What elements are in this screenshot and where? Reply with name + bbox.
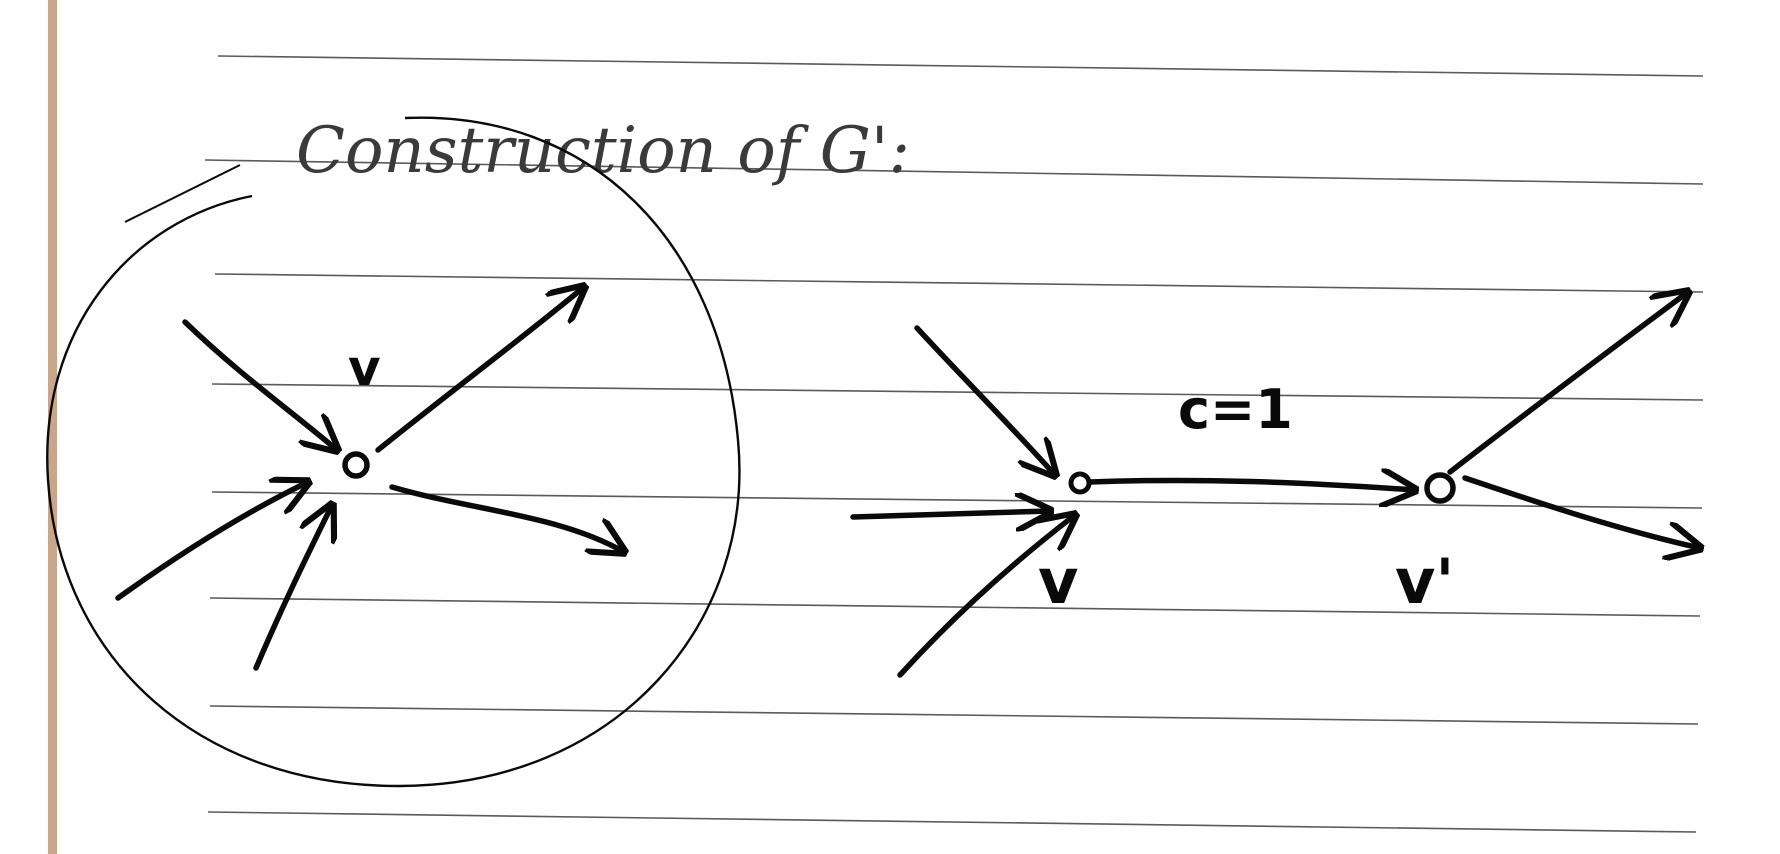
- incoming-edge: [897, 515, 1075, 678]
- right-subgraph: c=1 v v': [850, 292, 1700, 678]
- vertex-v-label: v: [1038, 545, 1078, 618]
- ruled-lines: [204, 55, 1704, 833]
- diagram-title: Construction of G':: [296, 114, 910, 188]
- incoming-edge: [850, 511, 1050, 517]
- incoming-edge: [115, 482, 308, 601]
- vertex-v-node: [342, 451, 370, 479]
- outgoing-edge: [375, 287, 584, 453]
- edge-capacity-label: c=1: [1178, 378, 1293, 441]
- ruled-line: [211, 383, 1704, 401]
- notebook-margin-rule: [48, 0, 57, 854]
- incoming-edge: [914, 325, 1055, 475]
- outgoing-edge: [1447, 292, 1688, 475]
- vertex-v-node: [1068, 471, 1092, 495]
- split-edge: [1087, 480, 1415, 490]
- enclosing-circle: [46, 116, 741, 788]
- ruled-line: [214, 273, 1704, 293]
- ruled-line: [209, 705, 1699, 725]
- outgoing-edge: [389, 484, 624, 552]
- vertex-v-prime-node: [1424, 472, 1456, 504]
- ruled-line: [209, 597, 1701, 617]
- ruled-line: [211, 491, 1703, 509]
- vertex-v-label: v: [348, 339, 381, 397]
- ruled-line: [204, 159, 1704, 185]
- outgoing-edge: [1462, 475, 1700, 548]
- incoming-edge: [253, 505, 332, 671]
- ruled-line: [217, 55, 1704, 77]
- left-subgraph: v: [46, 116, 741, 788]
- circle-overlap-stroke: [124, 164, 241, 223]
- vertex-v-prime-label: v': [1395, 545, 1454, 618]
- incoming-edge: [182, 319, 337, 450]
- ruled-line: [207, 811, 1697, 833]
